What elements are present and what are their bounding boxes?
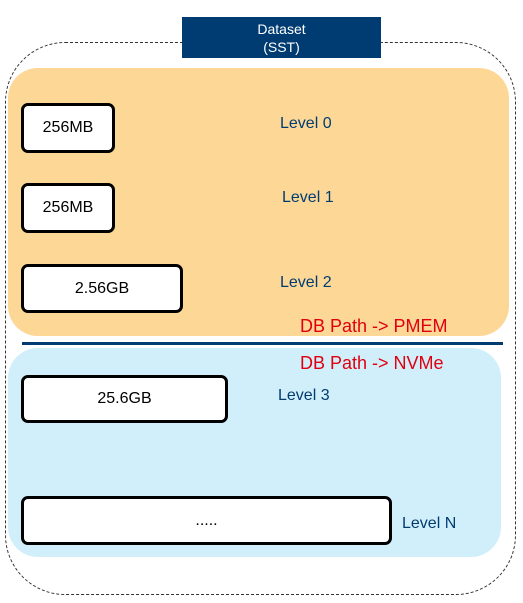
level-0-block: 256MB: [21, 103, 115, 153]
dataset-title-line1: Dataset: [257, 20, 306, 37]
nvme-path-label: DB Path -> NVMe: [300, 353, 444, 373]
level-3-size: 25.6GB: [97, 390, 152, 407]
level-2-label: Level 2: [280, 274, 332, 291]
level-1-block: 256MB: [21, 183, 115, 233]
dataset-title-line2: (SST): [263, 38, 300, 55]
level-n-label: Level N: [402, 515, 457, 532]
level-3-label: Level 3: [278, 387, 330, 404]
level-2-block: 2.56GB: [21, 264, 183, 313]
level-0-size: 256MB: [42, 119, 94, 136]
level-1-size: 256MB: [42, 199, 94, 216]
level-0-label: Level 0: [280, 115, 332, 132]
level-n-block: .....: [21, 496, 392, 545]
pmem-path-label: DB Path -> PMEM: [300, 316, 448, 336]
level-1-label: Level 1: [282, 189, 334, 206]
dataset-title: Dataset (SST): [182, 17, 381, 58]
level-2-size: 2.56GB: [74, 279, 130, 297]
storage-divider: [22, 342, 503, 345]
level-3-block: 25.6GB: [21, 375, 228, 423]
level-n-size: .....: [195, 511, 218, 529]
